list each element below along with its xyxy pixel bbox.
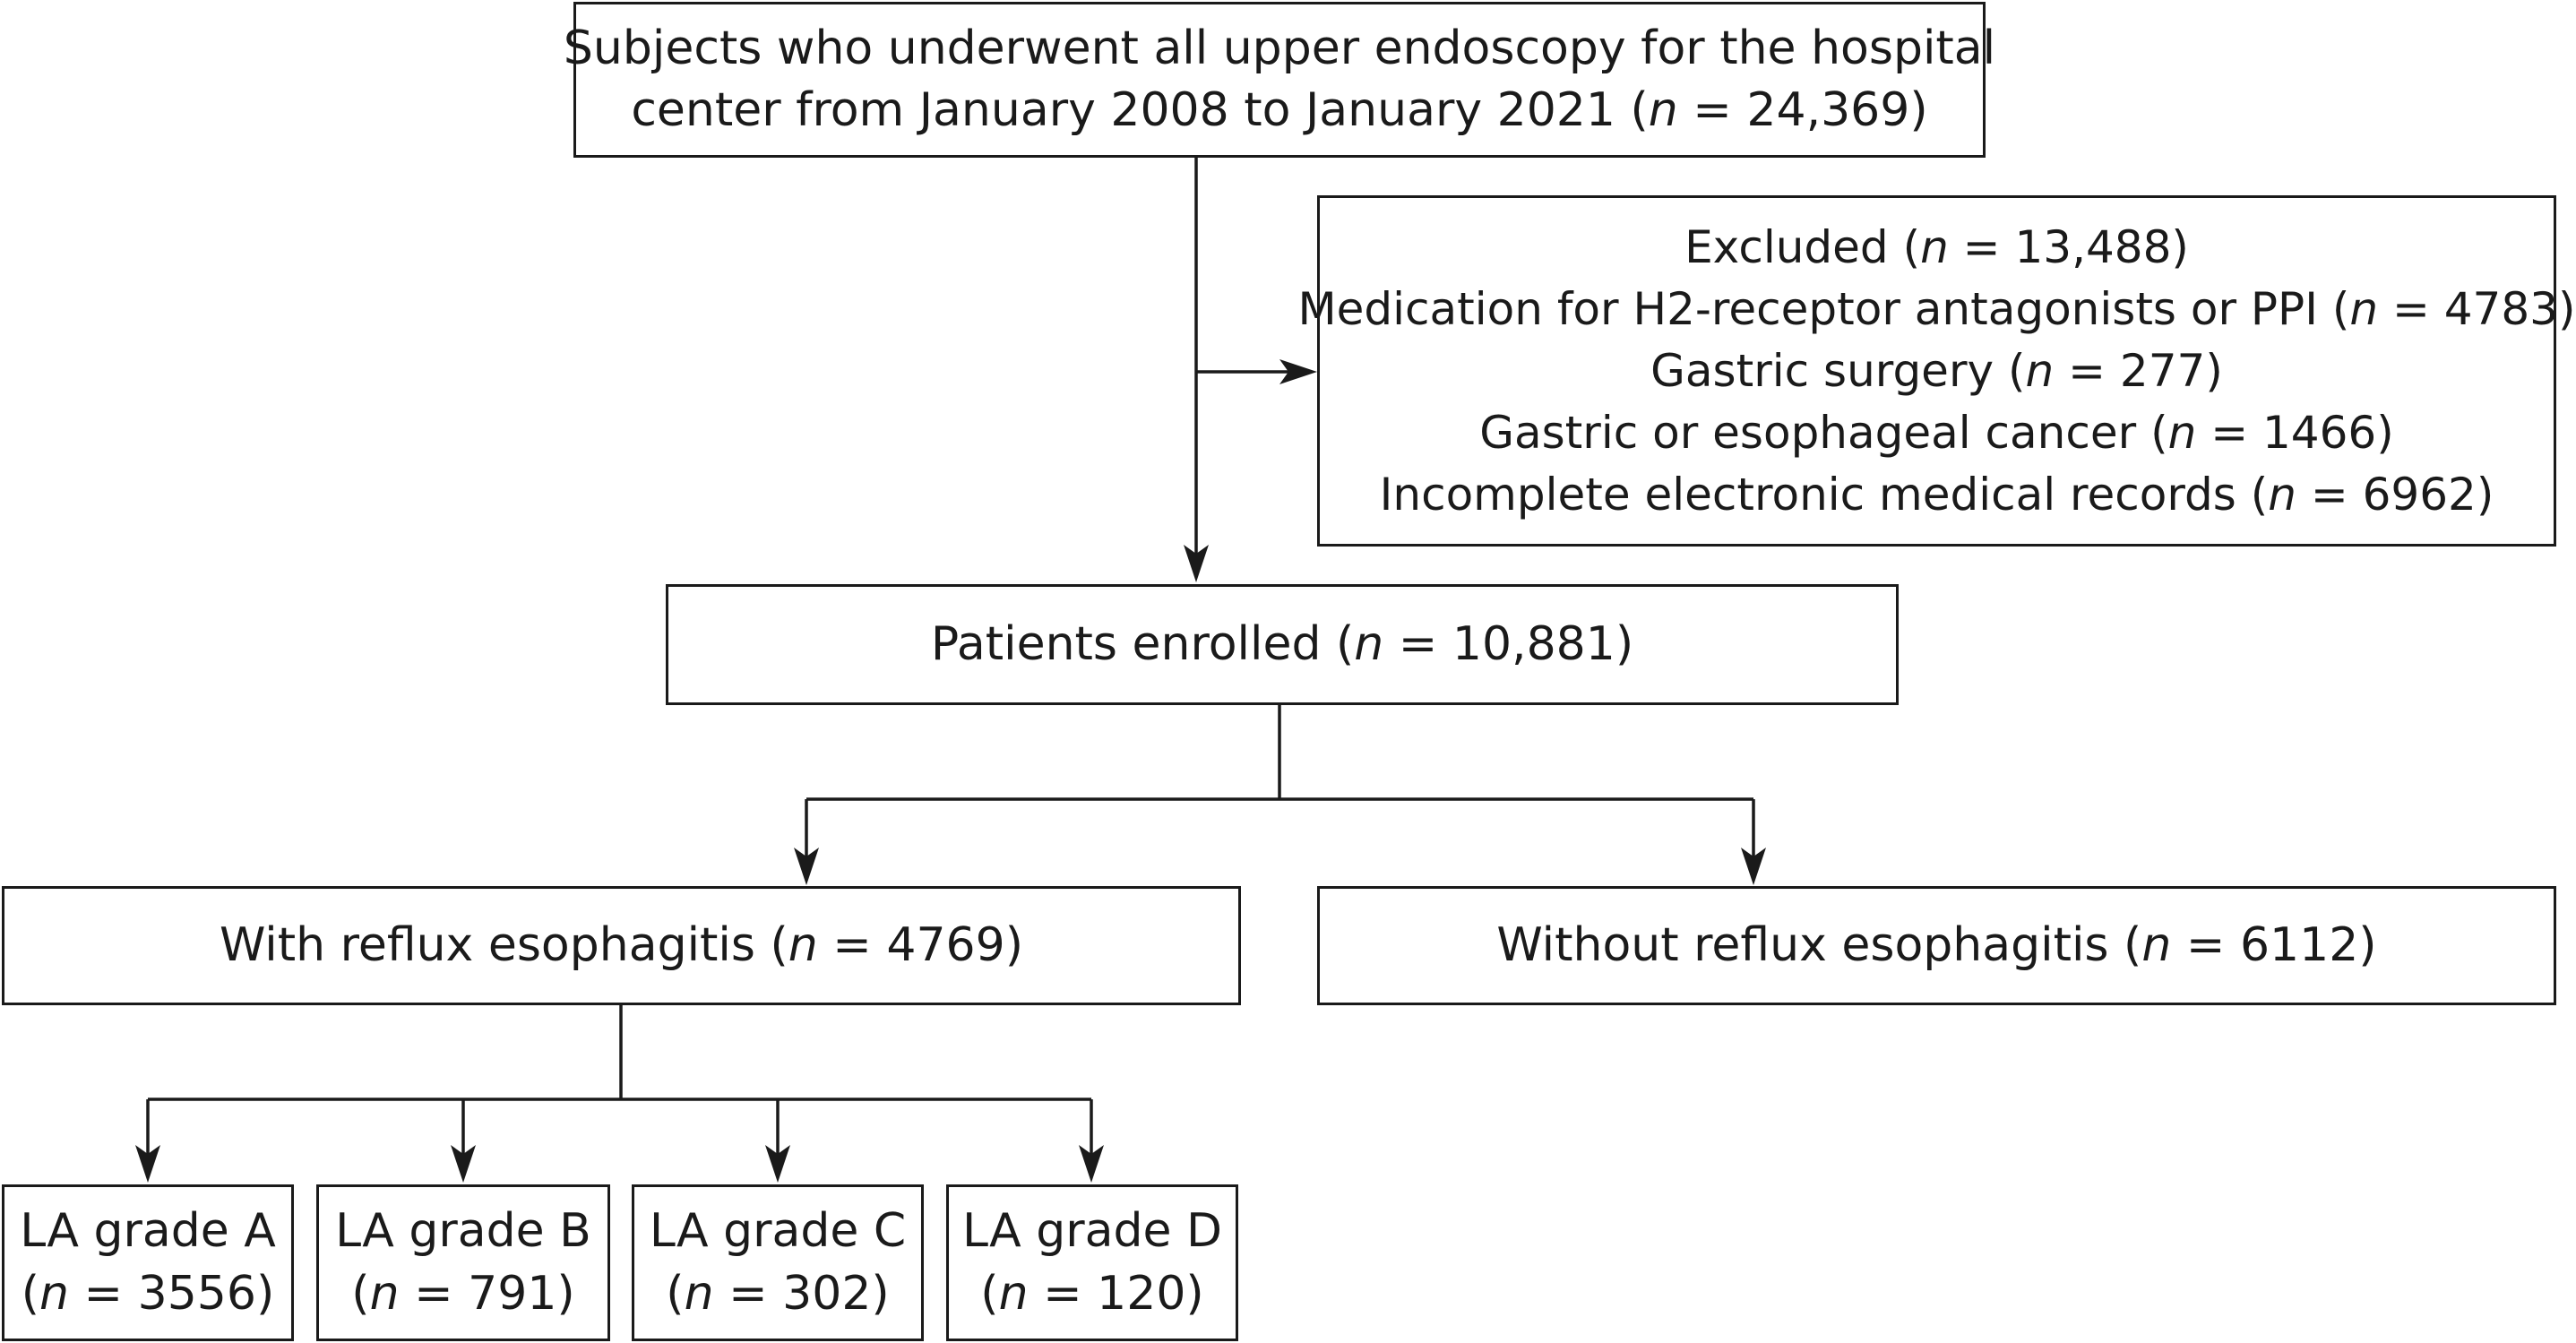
arrowhead-grade-d: [1079, 1145, 1104, 1183]
without-reflux-box: Without reflux esophagitis (n = 6112): [1317, 886, 2556, 1005]
source-population-box: Subjects who underwent all upper endosco…: [564, 2, 1995, 158]
arrowhead-enrolled: [1184, 545, 1209, 582]
excluded-item: Incomplete electronic medical records (n…: [1379, 468, 2494, 521]
arrowhead-grade-a: [135, 1145, 160, 1183]
enrolled-box: Patients enrolled (n = 10,881): [666, 584, 1899, 705]
excluded-item: Gastric or esophageal cancer (n = 1466): [1479, 406, 2394, 459]
grade-b-box: LA grade B (n = 791): [316, 1184, 610, 1341]
grade-label: LA grade A: [20, 1204, 276, 1259]
grade-count: (n = 120): [980, 1266, 1204, 1321]
grade-count: (n = 302): [666, 1266, 890, 1321]
n-symbol: n: [1648, 83, 1678, 137]
grade-count: (n = 3556): [21, 1266, 275, 1321]
with-reflux-box: With reflux esophagitis (n = 4769): [2, 886, 1241, 1005]
grade-d-box: LA grade D (n = 120): [946, 1184, 1238, 1341]
grade-label: LA grade D: [961, 1204, 1223, 1259]
grade-count: (n = 791): [351, 1266, 575, 1321]
excluded-item: Medication for H2-receptor antagonists o…: [1297, 282, 2576, 335]
arrowhead-without: [1741, 848, 1766, 885]
grade-a-box: LA grade A (n = 3556): [2, 1184, 294, 1341]
arrowhead-grade-c: [765, 1145, 790, 1183]
excluded-title: Excluded (n = 13,488): [1684, 220, 2189, 273]
without-reflux-label: Without reflux esophagitis (n = 6112): [1496, 917, 2377, 972]
arrowhead-excluded: [1279, 359, 1317, 384]
with-reflux-label: With reflux esophagitis (n = 4769): [220, 917, 1023, 972]
grade-c-box: LA grade C (n = 302): [632, 1184, 924, 1341]
arrowhead-grade-b: [451, 1145, 476, 1183]
excluded-item: Gastric surgery (n = 277): [1650, 344, 2223, 397]
enrolled-label: Patients enrolled (n = 10,881): [930, 616, 1634, 671]
arrowhead-with: [794, 848, 819, 885]
grade-label: LA grade C: [649, 1204, 907, 1259]
source-line-1: Subjects who underwent all upper endosco…: [563, 21, 1996, 75]
grade-label: LA grade B: [335, 1204, 591, 1259]
excluded-box: Excluded (n = 13,488) Medication for H2-…: [1298, 195, 2576, 547]
source-line-2: center from January 2008 to January 2021…: [631, 83, 1928, 137]
